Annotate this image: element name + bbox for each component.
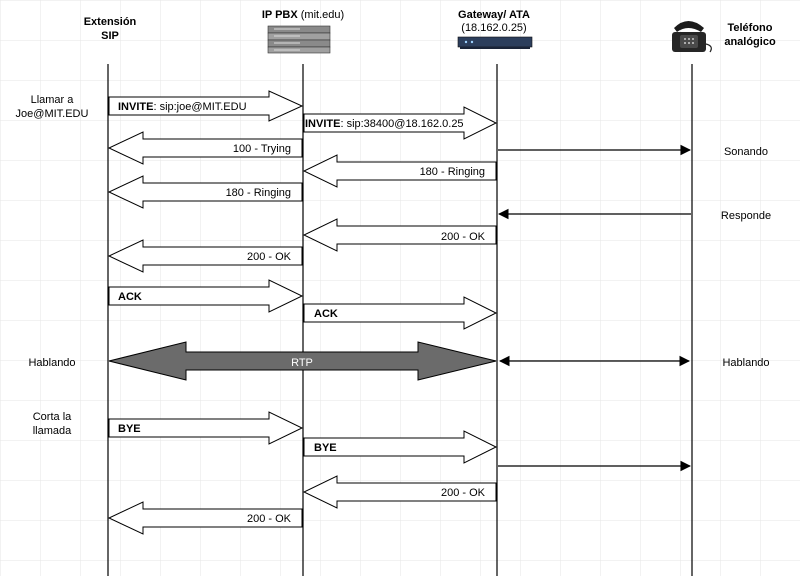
msg-ack-pbx-to-gateway: ACK: [314, 308, 338, 320]
header-gateway-line1: Gateway/ ATA: [458, 9, 530, 21]
arrow-invite-sip-to-pbx: [108, 90, 304, 122]
note-answers: Responde: [721, 210, 771, 222]
msg-bye-sip-to-pbx: BYE: [118, 423, 141, 435]
arrow-bye-pbx-to-gateway: [303, 430, 498, 464]
arrow-ack-sip-to-pbx: [108, 279, 304, 313]
note-call-line2: Joe@MIT.EDU: [16, 108, 89, 120]
note-talking-left: Hablando: [28, 357, 75, 369]
header-sip-line2: SIP: [101, 30, 119, 42]
msg-ack-sip-to-pbx: ACK: [118, 291, 142, 303]
msg-invite2-target: : sip:38400@18.162.0.25: [340, 118, 463, 130]
header-pbx-detail: (mit.edu): [301, 9, 344, 21]
header-phone-line1: Teléfono: [727, 22, 772, 34]
msg-invite2-method: INVITE: [305, 118, 340, 130]
arrow-ringing-gateway-to-pbx: [302, 154, 497, 188]
msg-invite1-target: : sip:joe@MIT.EDU: [153, 101, 246, 113]
note-talking-right: Hablando: [722, 357, 769, 369]
msg-ok-gateway-to-pbx: 200 - OK: [441, 231, 486, 243]
header-pbx: IP PBX (mit.edu): [262, 9, 344, 21]
arrow-bye-sip-to-pbx: [108, 411, 304, 445]
telephone-icon: [672, 21, 712, 53]
arrow-ok-bye-gateway-to-pbx: [302, 475, 497, 509]
msg-bye-pbx-to-gateway: BYE: [314, 442, 337, 454]
msg-ok-bye-gateway-to-pbx: 200 - OK: [441, 487, 486, 499]
msg-ringing-gateway-to-pbx: 180 - Ringing: [420, 166, 485, 178]
arrow-invite-pbx-to-gateway: [303, 106, 498, 140]
note-hangup-line1: Corta la: [33, 411, 72, 423]
msg-invite-sip-to-pbx: INVITE: sip:joe@MIT.EDU: [118, 101, 247, 113]
gateway-device-icon: [457, 36, 533, 49]
msg-ringing-pbx-to-sip: 180 - Ringing: [226, 187, 291, 199]
msg-invite-pbx-to-gateway: INVITE: sip:38400@18.162.0.25: [305, 118, 464, 130]
header-phone-line2: analógico: [724, 36, 776, 48]
msg-ok-pbx-to-sip: 200 - OK: [247, 251, 292, 263]
arrow-trying: [107, 131, 303, 165]
header-sip-line1: Extensión: [84, 16, 137, 28]
msg-ok-bye-pbx-to-sip: 200 - OK: [247, 513, 292, 525]
arrow-ok-bye-pbx-to-sip: [107, 501, 303, 535]
header-pbx-name: IP PBX: [262, 9, 299, 21]
note-call-line1: Llamar a: [31, 94, 75, 106]
arrow-ok-pbx-to-sip: [107, 239, 303, 273]
note-ringing: Sonando: [724, 146, 768, 158]
msg-rtp: RTP: [291, 357, 313, 369]
arrow-ringing-pbx-to-sip: [107, 175, 303, 209]
server-icon: [267, 25, 331, 54]
arrow-ok-gateway-to-pbx: [302, 218, 497, 252]
arrow-rtp: [108, 341, 497, 381]
header-gateway-line2: (18.162.0.25): [461, 22, 526, 34]
msg-trying: 100 - Trying: [233, 143, 291, 155]
note-hangup-line2: llamada: [33, 425, 72, 437]
msg-invite1-method: INVITE: [118, 101, 153, 113]
arrow-ack-pbx-to-gateway: [303, 296, 498, 330]
